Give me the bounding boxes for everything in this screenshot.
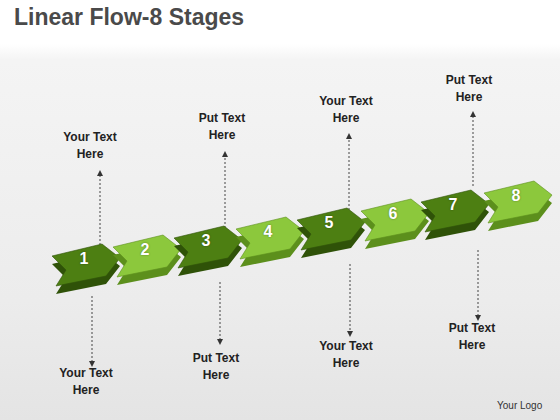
stage-number: 5: [309, 214, 349, 232]
stage-number: 3: [186, 232, 226, 250]
stage-arrow: 6: [359, 195, 431, 247]
callout-text: Put Text Here: [431, 72, 507, 106]
callout-text: Put Text Here: [434, 320, 510, 354]
stage-number: 7: [433, 196, 473, 214]
stage-arrow: 4: [234, 213, 306, 265]
stage-number: 6: [373, 205, 413, 223]
stage-arrow: 5: [295, 204, 367, 256]
stage-arrow: 1: [50, 240, 122, 292]
stage-number: 2: [125, 241, 165, 259]
callout-text: Your Text Here: [308, 93, 384, 127]
stage-arrow: 3: [172, 222, 244, 274]
stage-arrow: 7: [419, 186, 491, 238]
logo-text: Your Logo: [497, 400, 542, 411]
stage-arrow: 2: [111, 231, 183, 283]
stage-number: 8: [496, 187, 536, 205]
callout-text: Your Text Here: [308, 338, 384, 372]
callout-text: Your Text Here: [52, 129, 128, 163]
stage-number: 4: [248, 223, 288, 241]
callout-text: Your Text Here: [48, 365, 124, 399]
title: Linear Flow-8 Stages: [14, 4, 244, 31]
stage-arrow: 8: [482, 177, 554, 229]
callout-text: Put Text Here: [184, 110, 260, 144]
callout-text: Put Text Here: [178, 350, 254, 384]
stage-number: 1: [64, 250, 104, 268]
